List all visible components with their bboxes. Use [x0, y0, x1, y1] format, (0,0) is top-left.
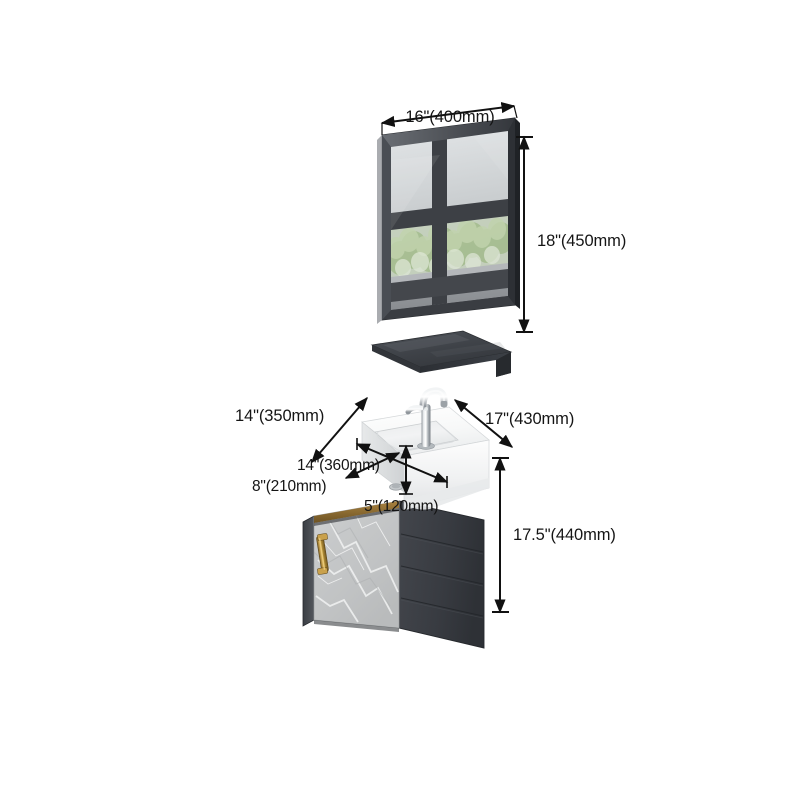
cabinet-left-stile	[302, 515, 315, 627]
vanity-component	[302, 387, 490, 649]
label-vanity-width: 17"(430mm)	[485, 410, 574, 428]
shelf-component	[370, 330, 513, 377]
label-vanity-depth: 14"(350mm)	[235, 407, 324, 425]
label-vanity-height: 17.5"(440mm)	[513, 526, 616, 544]
dimension-vanity-depth: 14"(350mm)	[235, 396, 368, 464]
shelf-right-lip	[420, 352, 511, 377]
dimension-mirror-width: 16"(400mm)	[380, 102, 518, 135]
mullion-vertical	[432, 139, 447, 310]
door-brass-trim	[314, 501, 399, 523]
mullion-lower-rail	[391, 269, 508, 302]
mirror-frame-left-stile	[382, 135, 391, 320]
dimension-basin-depth: 8"(210mm)	[252, 452, 401, 495]
cabinet-handle[interactable]	[316, 533, 329, 575]
mirror-component	[377, 117, 520, 324]
shelf-right-end	[496, 352, 511, 377]
mirror-frame-bottom-rail	[382, 296, 515, 320]
dimension-vanity-width: 17"(430mm)	[453, 399, 574, 448]
label-basin-depth: 8"(210mm)	[252, 478, 326, 495]
mirror-side-thickness	[377, 135, 382, 324]
label-mirror-width: 16"(400mm)	[405, 108, 494, 126]
label-basin-width: 14"(360mm)	[297, 457, 380, 474]
basin-bottom-curve	[404, 478, 489, 510]
mirror-right-thickness	[515, 118, 520, 309]
dimension-basin-inner: 5"(120mm)	[364, 444, 439, 515]
dimension-mirror-height: 18"(450mm)	[516, 135, 626, 334]
mirror-glass	[391, 130, 508, 310]
label-basin-inner: 5"(120mm)	[364, 498, 438, 515]
dimension-vanity-height: 17.5"(440mm)	[492, 456, 616, 614]
label-mirror-height: 18"(450mm)	[537, 232, 626, 250]
cabinet-side-grooves	[400, 533, 484, 617]
mirror-frame-right-stile	[508, 118, 515, 305]
shelf-front-face	[372, 345, 420, 373]
mullion-horizontal	[391, 199, 508, 230]
